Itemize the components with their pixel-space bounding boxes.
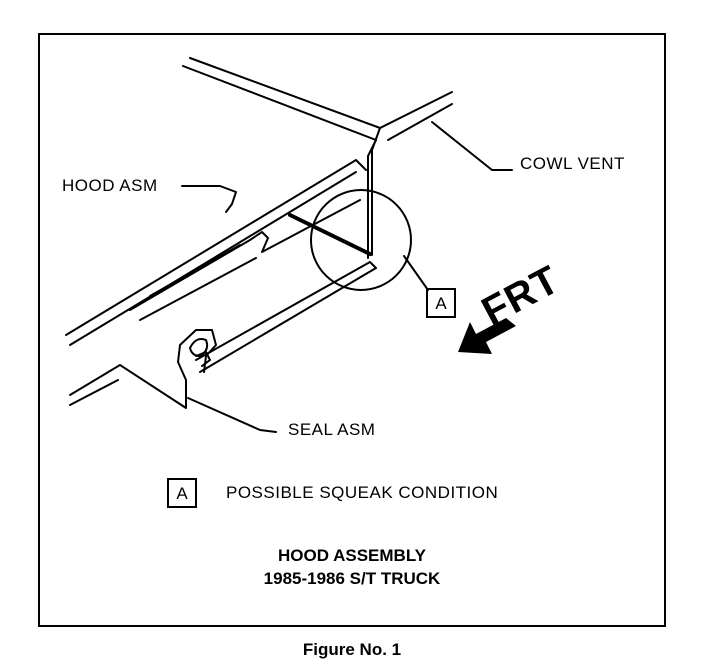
- seal-lip: [195, 351, 211, 367]
- hood-leader: [181, 185, 237, 213]
- drawing-title: HOOD ASSEMBLY: [278, 546, 426, 565]
- callout-box-a: A: [426, 288, 456, 318]
- lower-channel: [195, 261, 377, 373]
- figure-frame: [38, 33, 666, 627]
- seal-bulb: [189, 338, 209, 357]
- cowl-vent-outline: [367, 91, 453, 259]
- hood-outer-edge: [65, 159, 367, 346]
- cowl-leader: [431, 121, 513, 171]
- legend-text: POSSIBLE SQUEAK CONDITION: [226, 483, 499, 502]
- drawing-subtitle: 1985-1986 S/T TRUCK: [263, 569, 441, 588]
- hood-top-edge: [182, 57, 381, 141]
- front-arrow-icon: [458, 318, 516, 354]
- contact-line: [288, 213, 372, 256]
- figure-caption: Figure No. 1: [302, 640, 402, 659]
- hood-asm-label: HOOD ASM: [62, 176, 158, 195]
- detail-leader: [403, 255, 429, 291]
- seal-leader: [187, 397, 277, 433]
- detail-circle: [310, 189, 412, 291]
- legend-box-a: A: [167, 478, 197, 508]
- seal-asm-label: SEAL ASM: [288, 420, 376, 439]
- hood-inner-edge: [69, 364, 121, 406]
- seal-profile: [119, 329, 217, 409]
- cowl-vent-label: COWL VENT: [520, 154, 625, 173]
- hood-inner-panel: [129, 199, 361, 321]
